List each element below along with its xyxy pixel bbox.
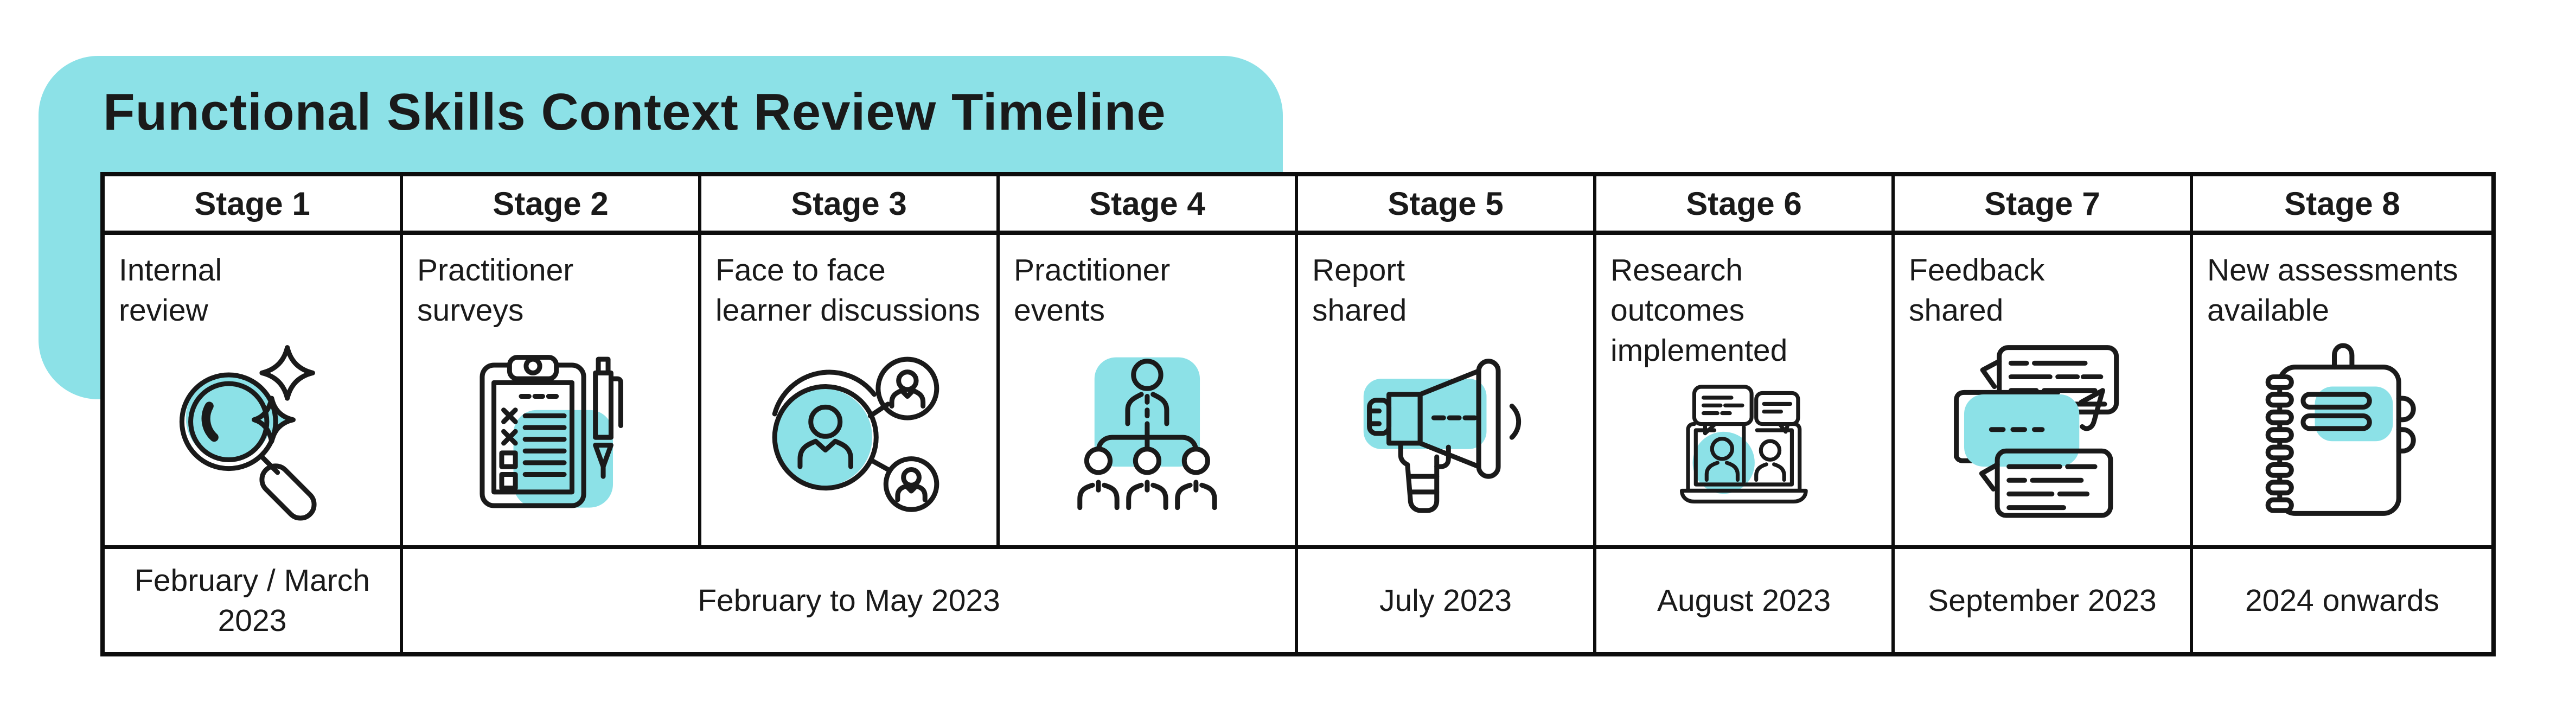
stage-6-header: Stage 6 xyxy=(1596,176,1895,235)
stage-2-4-date: February to May 2023 xyxy=(403,549,1298,652)
stage-7-description: Feedback shared xyxy=(1909,253,2045,328)
stage-1-date: February / March 2023 xyxy=(105,549,403,652)
stage-8-header: Stage 8 xyxy=(2193,176,2491,235)
stage-4-header: Stage 4 xyxy=(1000,176,1298,235)
stage-1-cell: Internal review xyxy=(105,235,403,549)
laptop-video-call-icon xyxy=(1596,371,1891,545)
stage-7-date: September 2023 xyxy=(1895,549,2193,652)
stage-3-cell: Face to face learner discussions xyxy=(701,235,1000,549)
stage-8-description: New assessments available xyxy=(2207,253,2458,328)
stage-4-description: Practitioner events xyxy=(1014,253,1171,328)
stage-6-cell: Research outcomes implemented xyxy=(1596,235,1895,549)
stage-5-cell: Report shared xyxy=(1298,235,1596,549)
magnifier-sparkle-icon xyxy=(105,330,400,545)
page-title: Functional Skills Context Review Timelin… xyxy=(103,83,1166,141)
spiral-notebook-icon xyxy=(2193,330,2491,545)
connected-people-icon xyxy=(701,330,996,545)
stage-2-header: Stage 2 xyxy=(403,176,701,235)
stage-4-cell: Practitioner events xyxy=(1000,235,1298,549)
megaphone-icon xyxy=(1298,330,1593,545)
clipboard-checklist-pen-icon xyxy=(403,330,698,545)
stage-5-header: Stage 5 xyxy=(1298,176,1596,235)
timeline-table: Stage 1 Stage 2 Stage 3 Stage 4 Stage 5 … xyxy=(100,172,2496,656)
stage-1-header: Stage 1 xyxy=(105,176,403,235)
stage-3-description: Face to face learner discussions xyxy=(715,253,980,328)
stage-2-cell: Practitioner surveys xyxy=(403,235,701,549)
stage-5-date: July 2023 xyxy=(1298,549,1596,652)
stage-5-description: Report shared xyxy=(1312,253,1407,328)
stage-8-cell: New assessments available xyxy=(2193,235,2491,549)
chat-bubbles-icon xyxy=(1895,330,2190,545)
stage-2-description: Practitioner surveys xyxy=(417,253,574,328)
stage-1-description: Internal review xyxy=(119,253,222,328)
stage-3-header: Stage 3 xyxy=(701,176,1000,235)
stage-7-header: Stage 7 xyxy=(1895,176,2193,235)
org-chart-people-icon xyxy=(1000,330,1295,545)
stage-8-date: 2024 onwards xyxy=(2193,549,2491,652)
stage-6-date: August 2023 xyxy=(1596,549,1895,652)
stage-6-description: Research outcomes implemented xyxy=(1610,253,1788,368)
stage-7-cell: Feedback shared xyxy=(1895,235,2193,549)
